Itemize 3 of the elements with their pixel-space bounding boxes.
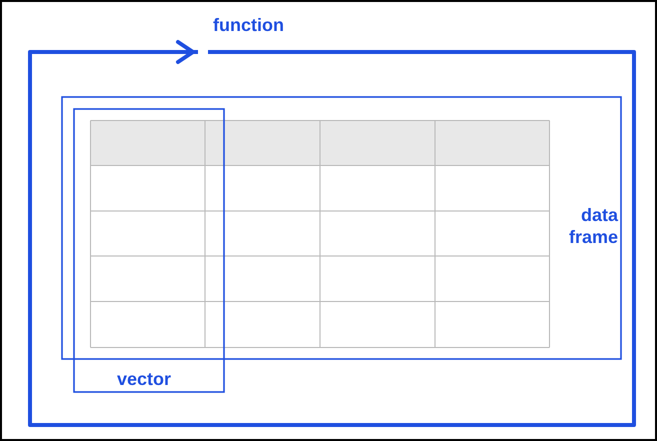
data-frame-label: data frame: [568, 204, 618, 248]
vector-label: vector: [117, 368, 172, 390]
function-label: function: [213, 14, 284, 36]
